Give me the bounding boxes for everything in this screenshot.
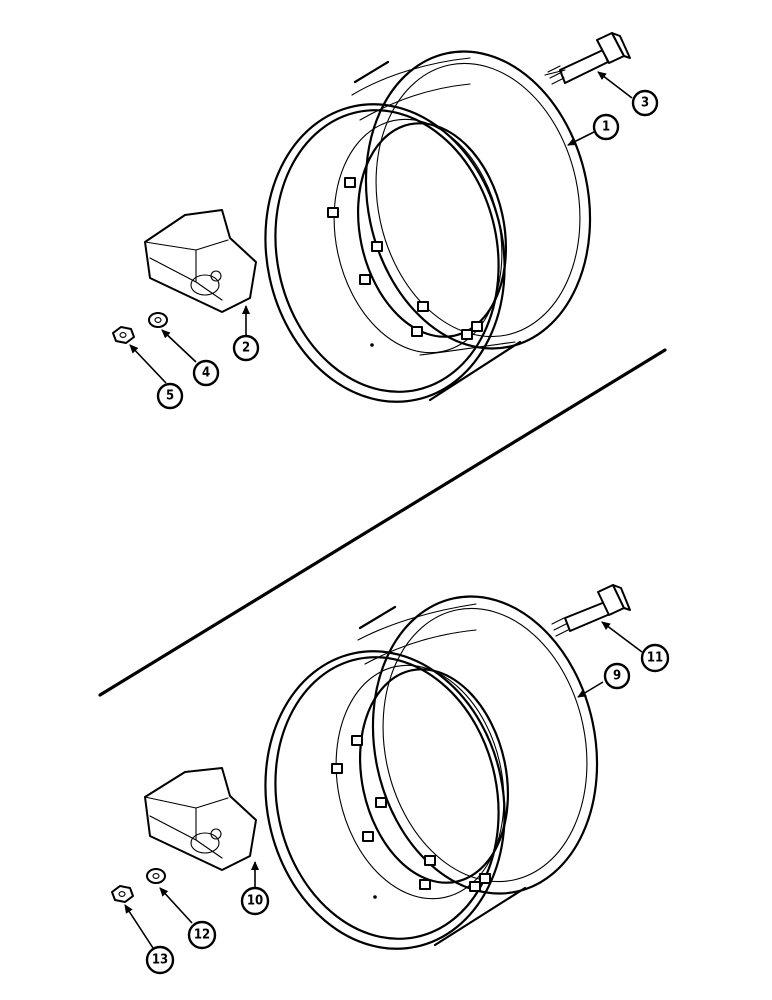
callout-3: 3 [631, 89, 659, 117]
wheel-weight-bottom [144, 767, 257, 871]
callout-label: 5 [166, 389, 174, 404]
callout-label: 3 [641, 96, 649, 111]
washer-bottom [146, 868, 166, 884]
callout-10: 10 [240, 886, 270, 916]
callout-label: 2 [242, 341, 250, 356]
wheel-rim-top [264, 50, 592, 403]
leader-lines [124, 71, 643, 949]
callout-9: 9 [603, 662, 631, 690]
nut-bottom [111, 885, 134, 903]
divider-line [98, 348, 667, 697]
callout-label: 13 [152, 953, 168, 968]
wheel-rim-bottom [264, 595, 599, 950]
callout-12: 12 [187, 920, 217, 950]
callout-label: 10 [247, 894, 263, 909]
callout-2: 2 [232, 334, 260, 362]
nut-top [112, 326, 135, 344]
callout-11: 11 [640, 643, 670, 673]
callout-1: 1 [592, 113, 620, 141]
callout-label: 9 [613, 669, 621, 684]
callout-label: 12 [194, 928, 210, 943]
callout-label: 11 [647, 651, 663, 666]
callout-13: 13 [145, 945, 175, 975]
bolt-top [544, 32, 631, 85]
washer-top [148, 312, 168, 328]
callout-label: 1 [602, 120, 610, 135]
callout-label: 4 [202, 366, 210, 381]
callout-4: 4 [192, 359, 220, 387]
wheel-weight-top [144, 209, 257, 313]
callout-5: 5 [156, 382, 184, 410]
bolt-bottom [551, 584, 631, 637]
